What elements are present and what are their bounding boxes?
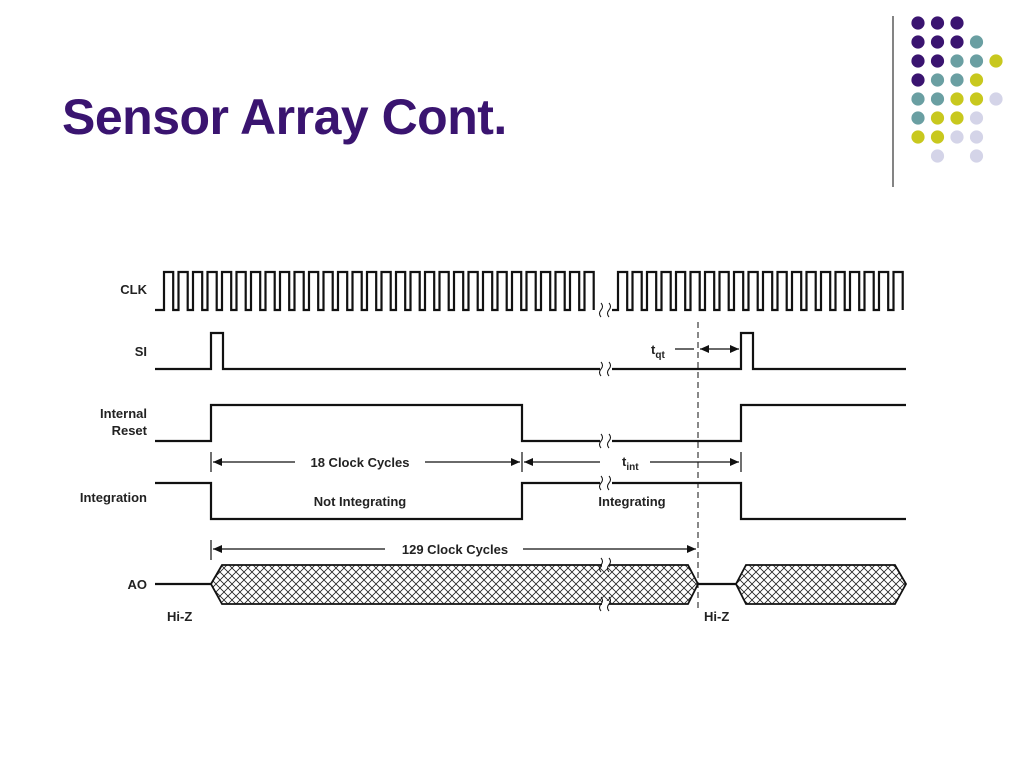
break-mark xyxy=(607,361,611,377)
break-mark xyxy=(599,302,603,318)
decorative-dot xyxy=(950,54,964,68)
decorative-dot xyxy=(950,130,964,144)
hiz-right-label: Hi-Z xyxy=(704,609,729,624)
dim-tqt-arrow-right xyxy=(730,345,739,353)
decorative-dot xyxy=(911,35,925,49)
decorative-dot xyxy=(969,111,984,125)
decorative-dot xyxy=(950,111,964,125)
clk-waveform xyxy=(155,270,904,312)
decorative-dot xyxy=(911,73,925,87)
dim-tqt-arrow-left xyxy=(700,345,709,353)
integrating-label: Integrating xyxy=(598,494,665,509)
dim-18-cycles-arrow-left xyxy=(213,458,222,466)
decorative-dot xyxy=(930,130,945,144)
not-integrating-label: Not Integrating xyxy=(314,494,406,509)
break-gap xyxy=(602,562,609,568)
decorative-dot xyxy=(930,16,945,30)
dim-tint-arrow-left xyxy=(524,458,533,466)
ao-label: AO xyxy=(128,577,148,592)
internal-reset-waveform xyxy=(155,403,906,443)
integration-label: Integration xyxy=(80,490,147,505)
break-mark xyxy=(599,361,603,377)
decorative-dot xyxy=(911,16,925,30)
decorative-dot xyxy=(911,54,925,68)
slide-title: Sensor Array Cont. xyxy=(62,89,507,145)
decorative-dot xyxy=(911,92,925,106)
decorative-dot xyxy=(989,54,1003,68)
dim-129-cycles-label: 129 Clock Cycles xyxy=(402,542,508,557)
break-gap xyxy=(602,307,609,313)
decorative-dot xyxy=(930,149,945,163)
dim-129-cycles-arrow-right xyxy=(687,545,696,553)
ao-data-region-1 xyxy=(209,564,700,605)
break-mark xyxy=(607,557,611,573)
decorative-dot xyxy=(950,73,964,87)
time-break-marks xyxy=(599,302,611,612)
decorative-dot-grid xyxy=(892,16,1003,187)
decorative-dot xyxy=(911,130,925,144)
dim-18-cycles-arrow-right xyxy=(511,458,520,466)
break-mark xyxy=(607,433,611,449)
dim-tint-label: tint xyxy=(622,454,639,473)
decorative-dot xyxy=(930,111,945,125)
break-gap xyxy=(602,438,609,444)
break-mark xyxy=(599,475,603,491)
decorative-dot xyxy=(930,73,945,87)
break-mark xyxy=(607,475,611,491)
dim-129-cycles-arrow-left xyxy=(213,545,222,553)
hiz-left-label: Hi-Z xyxy=(167,609,192,624)
internal-reset-label-line1: Internal xyxy=(100,406,147,421)
si-waveform xyxy=(155,331,906,371)
ao-data-region-2 xyxy=(734,564,908,605)
dim-tqt-label: tqt xyxy=(651,342,665,361)
integration-waveform xyxy=(155,481,906,521)
decorative-dot xyxy=(911,111,925,125)
decorative-dot xyxy=(930,35,945,49)
decorative-dot xyxy=(950,16,964,30)
decorative-dot xyxy=(969,149,984,163)
break-mark xyxy=(599,557,603,573)
decorative-dot xyxy=(969,92,984,106)
decorative-dot xyxy=(969,35,984,49)
dim-18-cycles-label: 18 Clock Cycles xyxy=(310,455,409,470)
decorative-dot xyxy=(950,92,964,106)
decorative-dot xyxy=(969,54,984,68)
decorative-dot xyxy=(969,73,984,87)
decorative-dot xyxy=(969,130,984,144)
break-mark xyxy=(599,433,603,449)
decorative-dot xyxy=(989,92,1003,106)
internal-reset-label-line2: Reset xyxy=(112,423,148,438)
decorative-dot xyxy=(930,92,945,106)
si-label: SI xyxy=(135,344,147,359)
break-gap xyxy=(602,601,609,607)
break-mark xyxy=(599,596,603,612)
decorative-dot xyxy=(950,35,964,49)
decorative-dot xyxy=(930,54,945,68)
break-mark xyxy=(607,596,611,612)
clk-label: CLK xyxy=(120,282,147,297)
dim-tint-arrow-right xyxy=(730,458,739,466)
break-gap xyxy=(602,480,609,486)
break-mark xyxy=(607,302,611,318)
break-gap xyxy=(602,366,609,372)
